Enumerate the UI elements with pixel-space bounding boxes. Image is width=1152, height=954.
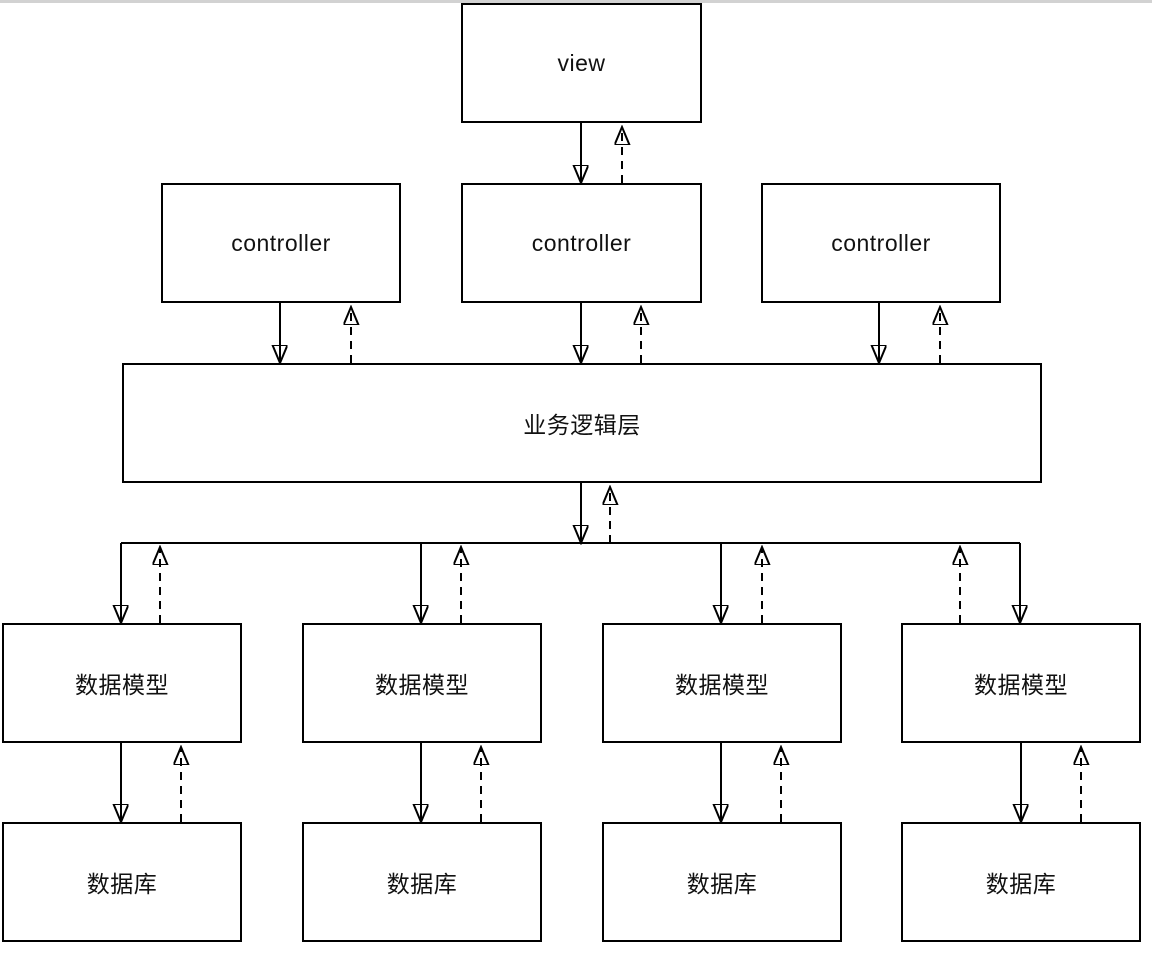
node-data-model-4: 数据模型 <box>901 623 1141 743</box>
node-controller-3: controller <box>761 183 1001 303</box>
node-business-logic-layer: 业务逻辑层 <box>122 363 1042 483</box>
node-data-model-3: 数据模型 <box>602 623 842 743</box>
node-data-model-1: 数据模型 <box>2 623 242 743</box>
node-controller-2: controller <box>461 183 702 303</box>
node-controller-1: controller <box>161 183 401 303</box>
node-view: view <box>461 3 702 123</box>
node-database-2: 数据库 <box>302 822 542 942</box>
node-database-1: 数据库 <box>2 822 242 942</box>
window-top-edge <box>0 0 1152 3</box>
node-database-3: 数据库 <box>602 822 842 942</box>
node-database-4: 数据库 <box>901 822 1141 942</box>
node-data-model-2: 数据模型 <box>302 623 542 743</box>
